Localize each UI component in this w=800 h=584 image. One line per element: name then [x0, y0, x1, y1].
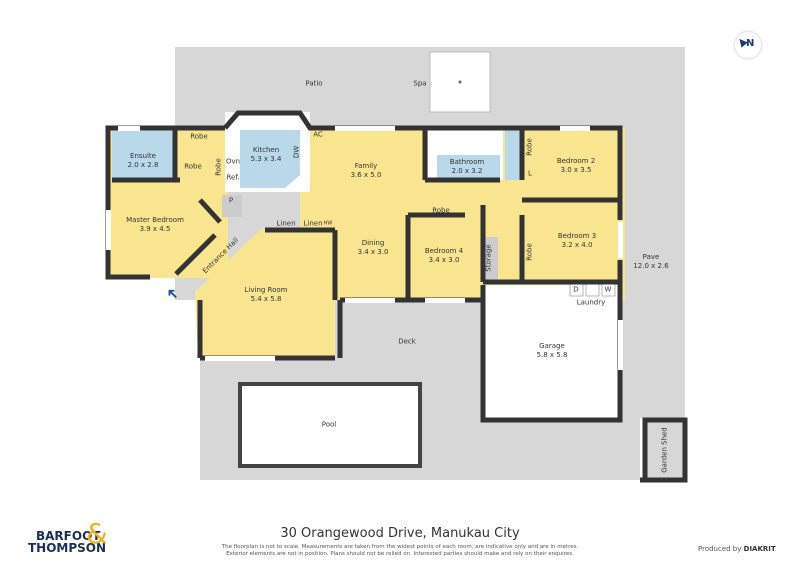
label-linen-2: Linen	[303, 219, 323, 228]
label-robe-bedroom2: Robe	[525, 138, 534, 156]
garden-shed-area	[645, 420, 685, 480]
label-ac: AC	[313, 130, 323, 139]
label-dishwasher: DW	[292, 145, 301, 159]
label-robe-top: Robe	[190, 132, 208, 141]
pantry-area	[222, 195, 242, 217]
label-hot-water: HW	[323, 220, 333, 227]
living-room-area	[195, 228, 335, 358]
bathroom-floor	[437, 155, 500, 180]
disclaimer-line-1: The floorplan is not to scale. Measureme…	[221, 544, 579, 550]
label-pool: Pool	[321, 420, 337, 429]
label-robe-bedroom3: Robe	[525, 243, 534, 261]
label-ref: Ref.	[226, 173, 240, 182]
storage-area	[483, 237, 498, 280]
label-deck: Deck	[398, 337, 416, 346]
label-dryer: D	[573, 285, 579, 294]
property-address: 30 Orangewood Drive, Manukau City	[280, 526, 520, 541]
label-robe-bedroom4: Robe	[432, 206, 450, 215]
pool	[238, 382, 422, 468]
disclaimer-line-2: Exterior elements are not in position. P…	[226, 551, 574, 557]
garage-floor	[483, 285, 620, 420]
walls	[105, 110, 688, 483]
label-storage: Storage	[484, 244, 493, 272]
label-garden-shed: Garden Shed	[660, 427, 669, 473]
kitchen-floor	[240, 130, 300, 188]
ensuite-floor	[112, 130, 175, 180]
label-spa: Spa	[413, 79, 427, 88]
label-linen-cupboard: L	[528, 169, 532, 178]
label-oven: Ovn	[225, 157, 241, 166]
label-robe-vertical: Robe	[214, 158, 223, 176]
label-robe-mid: Robe	[184, 162, 202, 171]
label-linen-1: Linen	[276, 219, 296, 228]
label-laundry: Laundry	[576, 298, 606, 307]
label-washer: W	[604, 285, 612, 294]
produced-by: Produced by DIAKRIT	[698, 545, 776, 553]
brand-logo: BARFOOT THOMPSON &	[28, 517, 108, 555]
label-patio: Patio	[305, 79, 323, 88]
compass: N	[735, 32, 761, 58]
label-pantry: P	[228, 196, 234, 205]
